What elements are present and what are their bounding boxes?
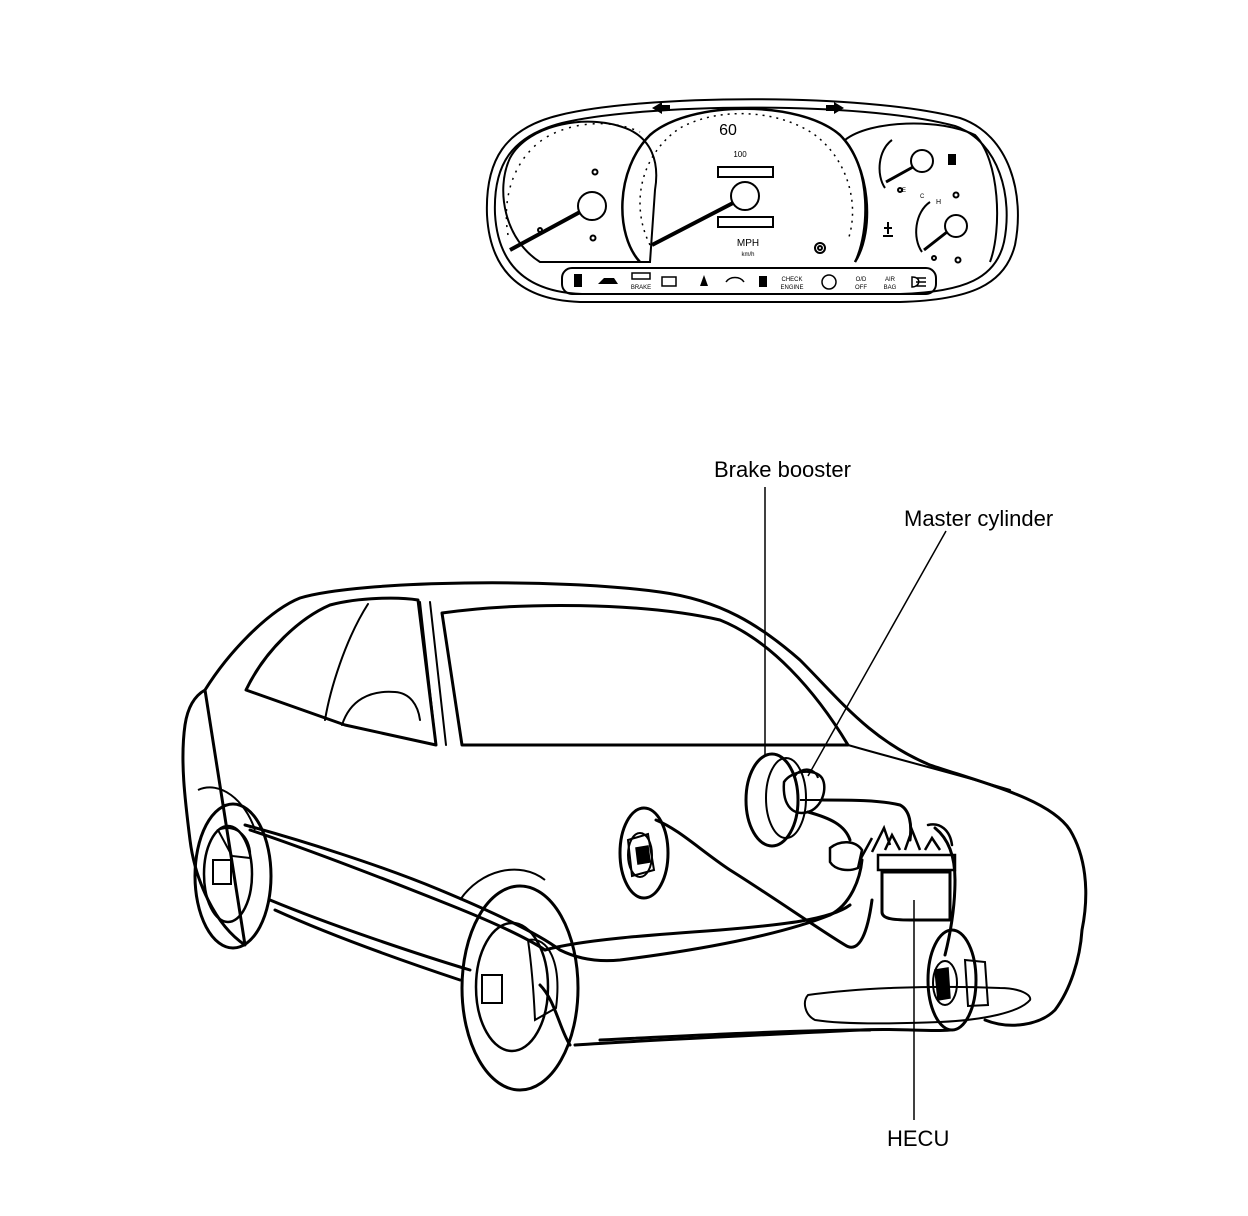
rocker-line (268, 898, 472, 972)
car-outline (181, 581, 1088, 1047)
cluster-housing-inner (493, 106, 1008, 295)
temp-h-label: H (936, 199, 941, 206)
front-disc-right (926, 928, 990, 1032)
od-off-label-1: O/D (856, 277, 867, 283)
speedometer-needle (651, 201, 734, 247)
fuel-gauge-needle (885, 165, 914, 184)
fuel-icon (948, 154, 956, 165)
tachometer-needle (509, 210, 581, 252)
battery-icon (661, 276, 677, 287)
speed-100-label: 100 (733, 150, 747, 159)
fog-light (803, 985, 1032, 1025)
temp-gauge-hub (944, 214, 968, 238)
rear-hub-left (212, 859, 232, 885)
brake-line-front-left (543, 903, 852, 952)
callout-leaders (764, 487, 947, 1120)
tachometer-hub (577, 191, 607, 221)
cluster-housing (485, 98, 1019, 303)
master-cylinder-label: Master cylinder (904, 506, 1054, 531)
brake-line-rear-left-2 (248, 828, 547, 952)
check-engine-label-1: CHECK (781, 277, 802, 283)
front-window (440, 603, 850, 747)
hecu-label: HECU (887, 1126, 950, 1151)
master-cylinder-body (782, 770, 826, 815)
oil-pressure-icon (700, 275, 708, 286)
fuel-gauge-hub (910, 149, 934, 173)
rear-wheel-left (193, 786, 273, 950)
seat-heater-icon (759, 276, 767, 287)
b-pillar (419, 601, 447, 746)
temp-c-label: C (920, 194, 925, 200)
hood-line (847, 744, 1011, 791)
front-lower-body (573, 1027, 952, 1047)
abs-indicator-icon (725, 276, 745, 283)
tachometer (502, 120, 658, 263)
brake-line-rear-right (654, 818, 874, 949)
brake-telltale-label: BRAKE (631, 285, 651, 291)
brake-booster-assembly (744, 752, 830, 848)
brake-indicator-icon (631, 272, 651, 280)
front-caliper-left (526, 938, 559, 1022)
brake-booster-body (744, 752, 800, 848)
temp-gauge-needle (923, 230, 948, 252)
airbag-label-1: AIR (885, 277, 896, 283)
check-engine-label-2: ENGINE (780, 285, 803, 291)
rear-window-inner (324, 603, 369, 721)
speedometer (621, 107, 869, 263)
fuel-e-label: E (902, 188, 906, 194)
instrument-cluster: 60 100 MPH km/h E C H (485, 98, 1019, 303)
hecu-unit (828, 824, 957, 922)
rear-window (244, 596, 438, 747)
brake-line-master-to-hecu (820, 798, 913, 842)
right-turn-arrow-icon (826, 102, 844, 114)
master-cylinder-leader (807, 530, 947, 777)
brake-lines (243, 798, 957, 963)
mph-label: MPH (737, 238, 759, 249)
car-body (181, 581, 1088, 1047)
rear-seat-outline (341, 690, 421, 726)
trip-display (717, 216, 774, 228)
rear-disc-right (618, 806, 670, 900)
front-hub-left (481, 974, 503, 1004)
telltale-icons (574, 272, 926, 290)
warning-light-strip (561, 267, 937, 295)
brake-booster-label: Brake booster (714, 457, 851, 482)
seatbelt-warning-icon (574, 274, 582, 287)
front-wheel-left (459, 868, 580, 1092)
temperature-icon (883, 222, 893, 237)
od-off-label-2: OFF (855, 285, 867, 291)
brake-warning-circle-icon (821, 274, 837, 290)
brake-line-master-to-hecu-2 (806, 810, 852, 842)
odometer-display (717, 166, 774, 178)
speedometer-hub (730, 181, 760, 211)
door-ajar-icon (598, 278, 618, 284)
reset-knob (814, 242, 826, 254)
brake-line-front-right (933, 826, 957, 957)
airbag-label-2: BAG (884, 285, 897, 291)
high-beam-icon (911, 276, 926, 288)
fuel-temp-gauges (843, 122, 999, 264)
speed-60-label: 60 (719, 122, 737, 139)
kmh-label: km/h (741, 252, 754, 258)
left-turn-arrow-icon (652, 102, 670, 114)
rear-caliper-left (216, 827, 252, 860)
hecu-block (880, 870, 952, 922)
